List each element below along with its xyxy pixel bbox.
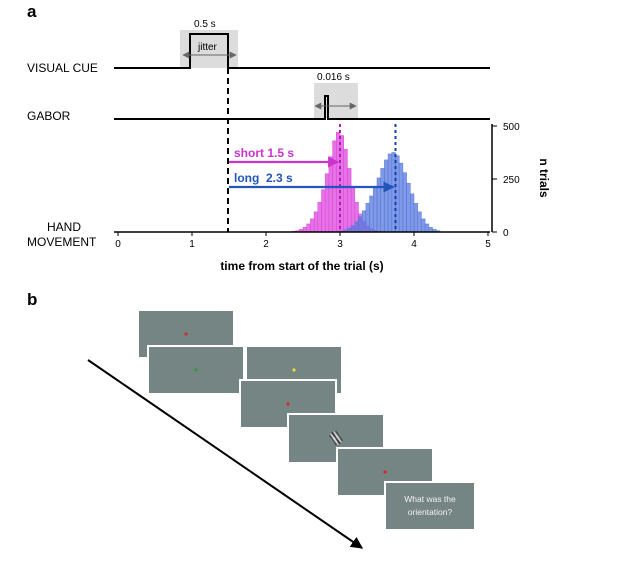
long-condition-label: long 2.3 s xyxy=(234,171,293,185)
histogram-bar xyxy=(365,203,370,233)
x-tick-label: 3 xyxy=(337,239,343,250)
fixation-dot-red xyxy=(286,402,290,406)
x-tick-label: 1 xyxy=(189,239,195,250)
histogram-bar xyxy=(424,223,430,233)
question-line-2: orientation? xyxy=(408,507,453,517)
time-arrow xyxy=(87,359,363,549)
histogram-bar xyxy=(417,211,422,233)
jitter-label: jitter xyxy=(197,42,218,53)
fixation-dot-red xyxy=(383,470,387,474)
histogram-bar xyxy=(317,202,322,233)
histogram-bar xyxy=(384,159,389,233)
x-tick-label: 5 xyxy=(485,239,491,250)
row-label-hand: HAND xyxy=(47,220,81,234)
histogram-bar xyxy=(354,221,359,233)
fixation-dot-green xyxy=(194,368,198,372)
trial-screen-question: What was the orientation? xyxy=(384,481,476,531)
histogram-bar xyxy=(350,225,356,233)
x-axis-title: time from start of the trial (s) xyxy=(220,259,383,273)
x-tick-label: 0 xyxy=(115,239,121,250)
histogram-bar xyxy=(410,193,415,233)
histogram-bar xyxy=(336,132,341,233)
cue-duration-label: 0.5 s xyxy=(194,19,216,30)
y-axis-ticks: 500 250 0 xyxy=(492,122,520,239)
fixation-dot-yellow xyxy=(292,368,296,372)
histogram-bar xyxy=(406,182,411,233)
histogram-bar xyxy=(347,168,352,233)
histogram-bar xyxy=(380,168,385,233)
gabor-duration-label: 0.016 s xyxy=(317,72,350,83)
histogram-bar xyxy=(373,187,378,233)
x-axis-ticks: 0 1 2 3 4 5 xyxy=(115,232,491,250)
row-label-gabor: GABOR xyxy=(27,109,71,123)
gabor-patch xyxy=(328,430,344,446)
visual-cue-trace xyxy=(114,33,490,69)
short-condition-label: short 1.5 s xyxy=(234,146,294,160)
histogram-bar xyxy=(313,211,319,233)
row-label-movement: MOVEMENT xyxy=(27,235,97,249)
x-tick-label: 4 xyxy=(411,239,417,250)
histogram-bar xyxy=(343,149,348,233)
row-label-visual-cue: VISUAL CUE xyxy=(27,61,98,75)
histogram-bar xyxy=(413,203,418,233)
histogram-long xyxy=(339,152,441,233)
panel-b-label: b xyxy=(27,290,37,309)
histogram-bar xyxy=(402,172,407,233)
gabor-jitter-shade xyxy=(314,83,358,118)
histogram-bar xyxy=(324,173,330,233)
trial-screen-2 xyxy=(147,345,245,395)
histogram-bar xyxy=(361,210,367,233)
gabor-trace xyxy=(114,95,490,120)
y-axis-title: n trials xyxy=(537,158,551,198)
histogram-bar xyxy=(328,156,333,233)
histogram-bar xyxy=(358,216,363,233)
question-line-1: What was the xyxy=(404,494,456,504)
histogram-bar xyxy=(369,195,374,233)
histogram-bar xyxy=(398,162,404,233)
histogram-bar xyxy=(321,189,326,233)
histogram-bar xyxy=(306,223,311,233)
histogram-bar xyxy=(421,218,426,233)
y-tick-label: 0 xyxy=(503,228,509,239)
panel-a-label: a xyxy=(27,2,37,21)
y-tick-label: 500 xyxy=(503,122,520,133)
fixation-dot-red xyxy=(184,332,188,336)
histogram-bar xyxy=(350,187,356,233)
histogram-bar xyxy=(310,218,315,233)
x-tick-label: 2 xyxy=(263,239,269,250)
y-tick-label: 250 xyxy=(503,175,520,186)
histogram-bar xyxy=(387,153,393,233)
